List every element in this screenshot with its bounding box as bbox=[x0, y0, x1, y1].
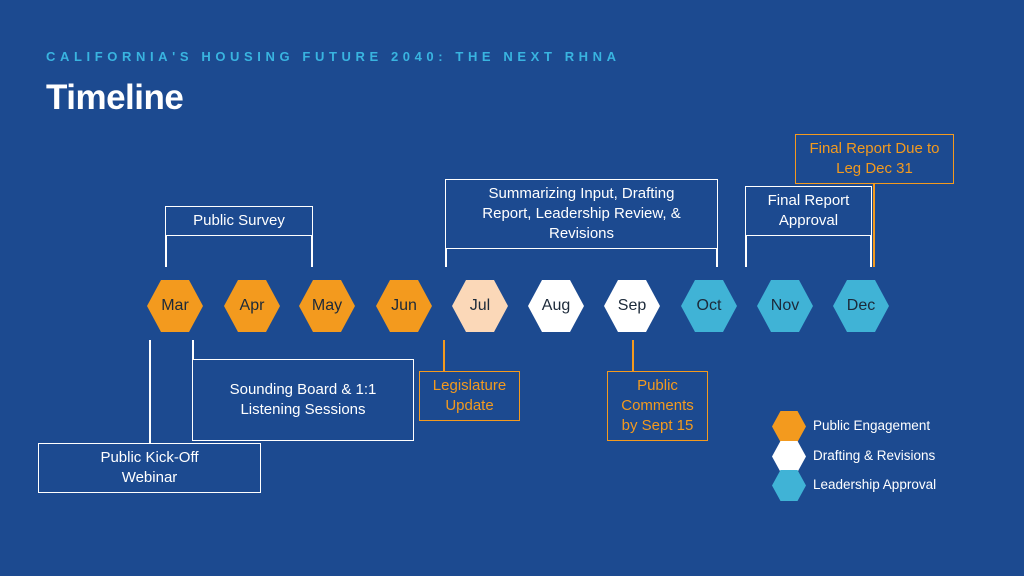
month-may: May bbox=[299, 280, 355, 332]
line-kickoff bbox=[149, 340, 151, 444]
milestone-final-due: Final Report Due to Leg Dec 31 bbox=[795, 134, 954, 184]
milestone-summarizing: Summarizing Input, Drafting Report, Lead… bbox=[445, 179, 718, 249]
page-subtitle: CALIFORNIA'S HOUSING FUTURE 2040: THE NE… bbox=[46, 49, 621, 64]
page-title: Timeline bbox=[46, 78, 184, 117]
legend-hex-drafting bbox=[772, 441, 806, 472]
milestone-final-approval: Final Report Approval bbox=[745, 186, 872, 236]
month-sep: Sep bbox=[604, 280, 660, 332]
line-legislature bbox=[443, 340, 445, 372]
legend-hex-engagement bbox=[772, 411, 806, 442]
milestone-public-comments: Public Comments by Sept 15 bbox=[607, 371, 708, 441]
legend-label-drafting: Drafting & Revisions bbox=[813, 448, 936, 463]
month-mar: Mar bbox=[147, 280, 203, 332]
month-jul: Jul bbox=[452, 280, 508, 332]
line-survey-right bbox=[311, 235, 313, 267]
line-public-comments bbox=[632, 340, 634, 372]
month-apr: Apr bbox=[224, 280, 280, 332]
line-summary-right bbox=[716, 248, 718, 267]
month-jun: Jun bbox=[376, 280, 432, 332]
line-approval-right bbox=[870, 235, 872, 267]
legend-label-leadership: Leadership Approval bbox=[813, 477, 937, 492]
month-dec: Dec bbox=[833, 280, 889, 332]
line-survey-left bbox=[165, 235, 167, 267]
month-oct: Oct bbox=[681, 280, 737, 332]
milestone-kickoff-webinar: Public Kick-Off Webinar bbox=[38, 443, 261, 493]
line-final-due bbox=[873, 183, 875, 267]
month-nov: Nov bbox=[757, 280, 813, 332]
legend-hex-leadership bbox=[772, 470, 806, 501]
line-summary-left bbox=[445, 248, 447, 267]
milestone-public-survey: Public Survey bbox=[165, 206, 313, 236]
milestone-sounding-board: Sounding Board & 1:1 Listening Sessions bbox=[192, 359, 414, 441]
legend-label-engagement: Public Engagement bbox=[813, 418, 931, 433]
month-aug: Aug bbox=[528, 280, 584, 332]
line-approval-left bbox=[745, 235, 747, 267]
milestone-legislature-update: Legislature Update bbox=[419, 371, 520, 421]
line-sounding-left bbox=[192, 340, 194, 360]
